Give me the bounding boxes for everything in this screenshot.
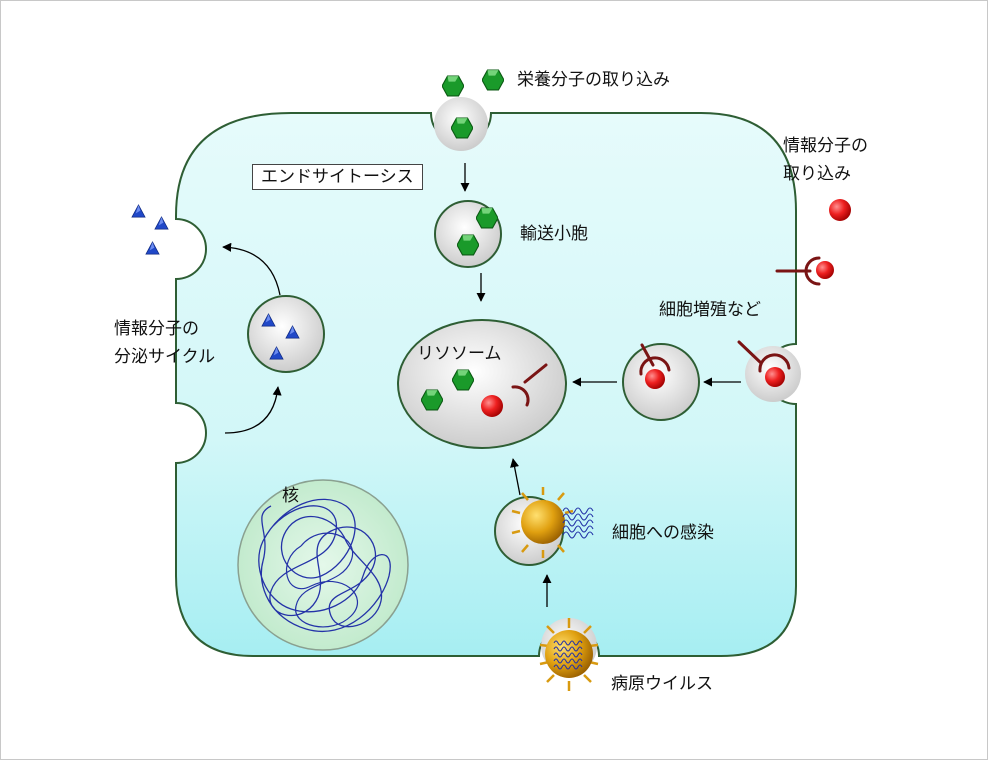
- label-virus: 病原ウイルス: [611, 674, 713, 694]
- label-secretion-line1: 情報分子の: [114, 319, 199, 339]
- signal-molecule-icon: [645, 369, 665, 389]
- nucleus: [237, 479, 409, 651]
- label-lysosome: リソソーム: [417, 344, 502, 364]
- pathway-arrows: [222, 163, 741, 607]
- dna-coil-icon: [258, 498, 391, 632]
- signal-molecule-icon: [829, 199, 851, 221]
- label-endocytosis: エンドサイトーシス: [252, 164, 423, 190]
- label-infection: 細胞への感染: [612, 523, 714, 543]
- label-secretion-line2: 分泌サイクル: [114, 347, 216, 367]
- receptor-icon: [639, 343, 671, 376]
- nutrient-hexagon-icon: [482, 69, 504, 91]
- nutrient-hexagon-icon: [476, 207, 498, 229]
- secretion-vesicle: [247, 295, 325, 373]
- nutrient-hexagon-icon: [442, 75, 464, 97]
- lysosome: [397, 319, 567, 449]
- label-nucleus: 核: [282, 486, 299, 506]
- nutrient-hexagon-icon: [451, 117, 473, 139]
- receptor-icon: [775, 256, 821, 286]
- triangle-molecule-icon: [131, 204, 146, 218]
- virus-icon: [511, 487, 594, 558]
- signal-molecule-icon: [765, 367, 785, 387]
- triangle-molecule-icon: [154, 216, 169, 230]
- label-info-uptake: 情報分子の 取り込み: [783, 132, 868, 188]
- virus-icon: [539, 618, 599, 691]
- signal-molecule-icon: [481, 395, 503, 417]
- receptor-icon: [511, 363, 548, 407]
- label-proliferation: 細胞増殖など: [659, 300, 761, 320]
- triangle-molecule-icon: [145, 241, 160, 255]
- label-info-uptake-line2: 取り込み: [783, 164, 851, 184]
- dna-coil-icon: [562, 507, 594, 539]
- label-secretion-cycle: 情報分子の 分泌サイクル: [114, 315, 215, 371]
- label-transport-vesicle: 輸送小胞: [520, 224, 588, 244]
- signal-molecule-icon: [816, 261, 834, 279]
- label-info-uptake-line1: 情報分子の: [783, 136, 868, 156]
- nutrient-hexagon-icon: [457, 234, 479, 256]
- nutrient-hexagon-icon: [421, 389, 443, 411]
- receptor-icon: [737, 340, 791, 373]
- label-nutrient-uptake: 栄養分子の取り込み: [517, 70, 670, 90]
- nutrient-hexagon-icon: [452, 369, 474, 391]
